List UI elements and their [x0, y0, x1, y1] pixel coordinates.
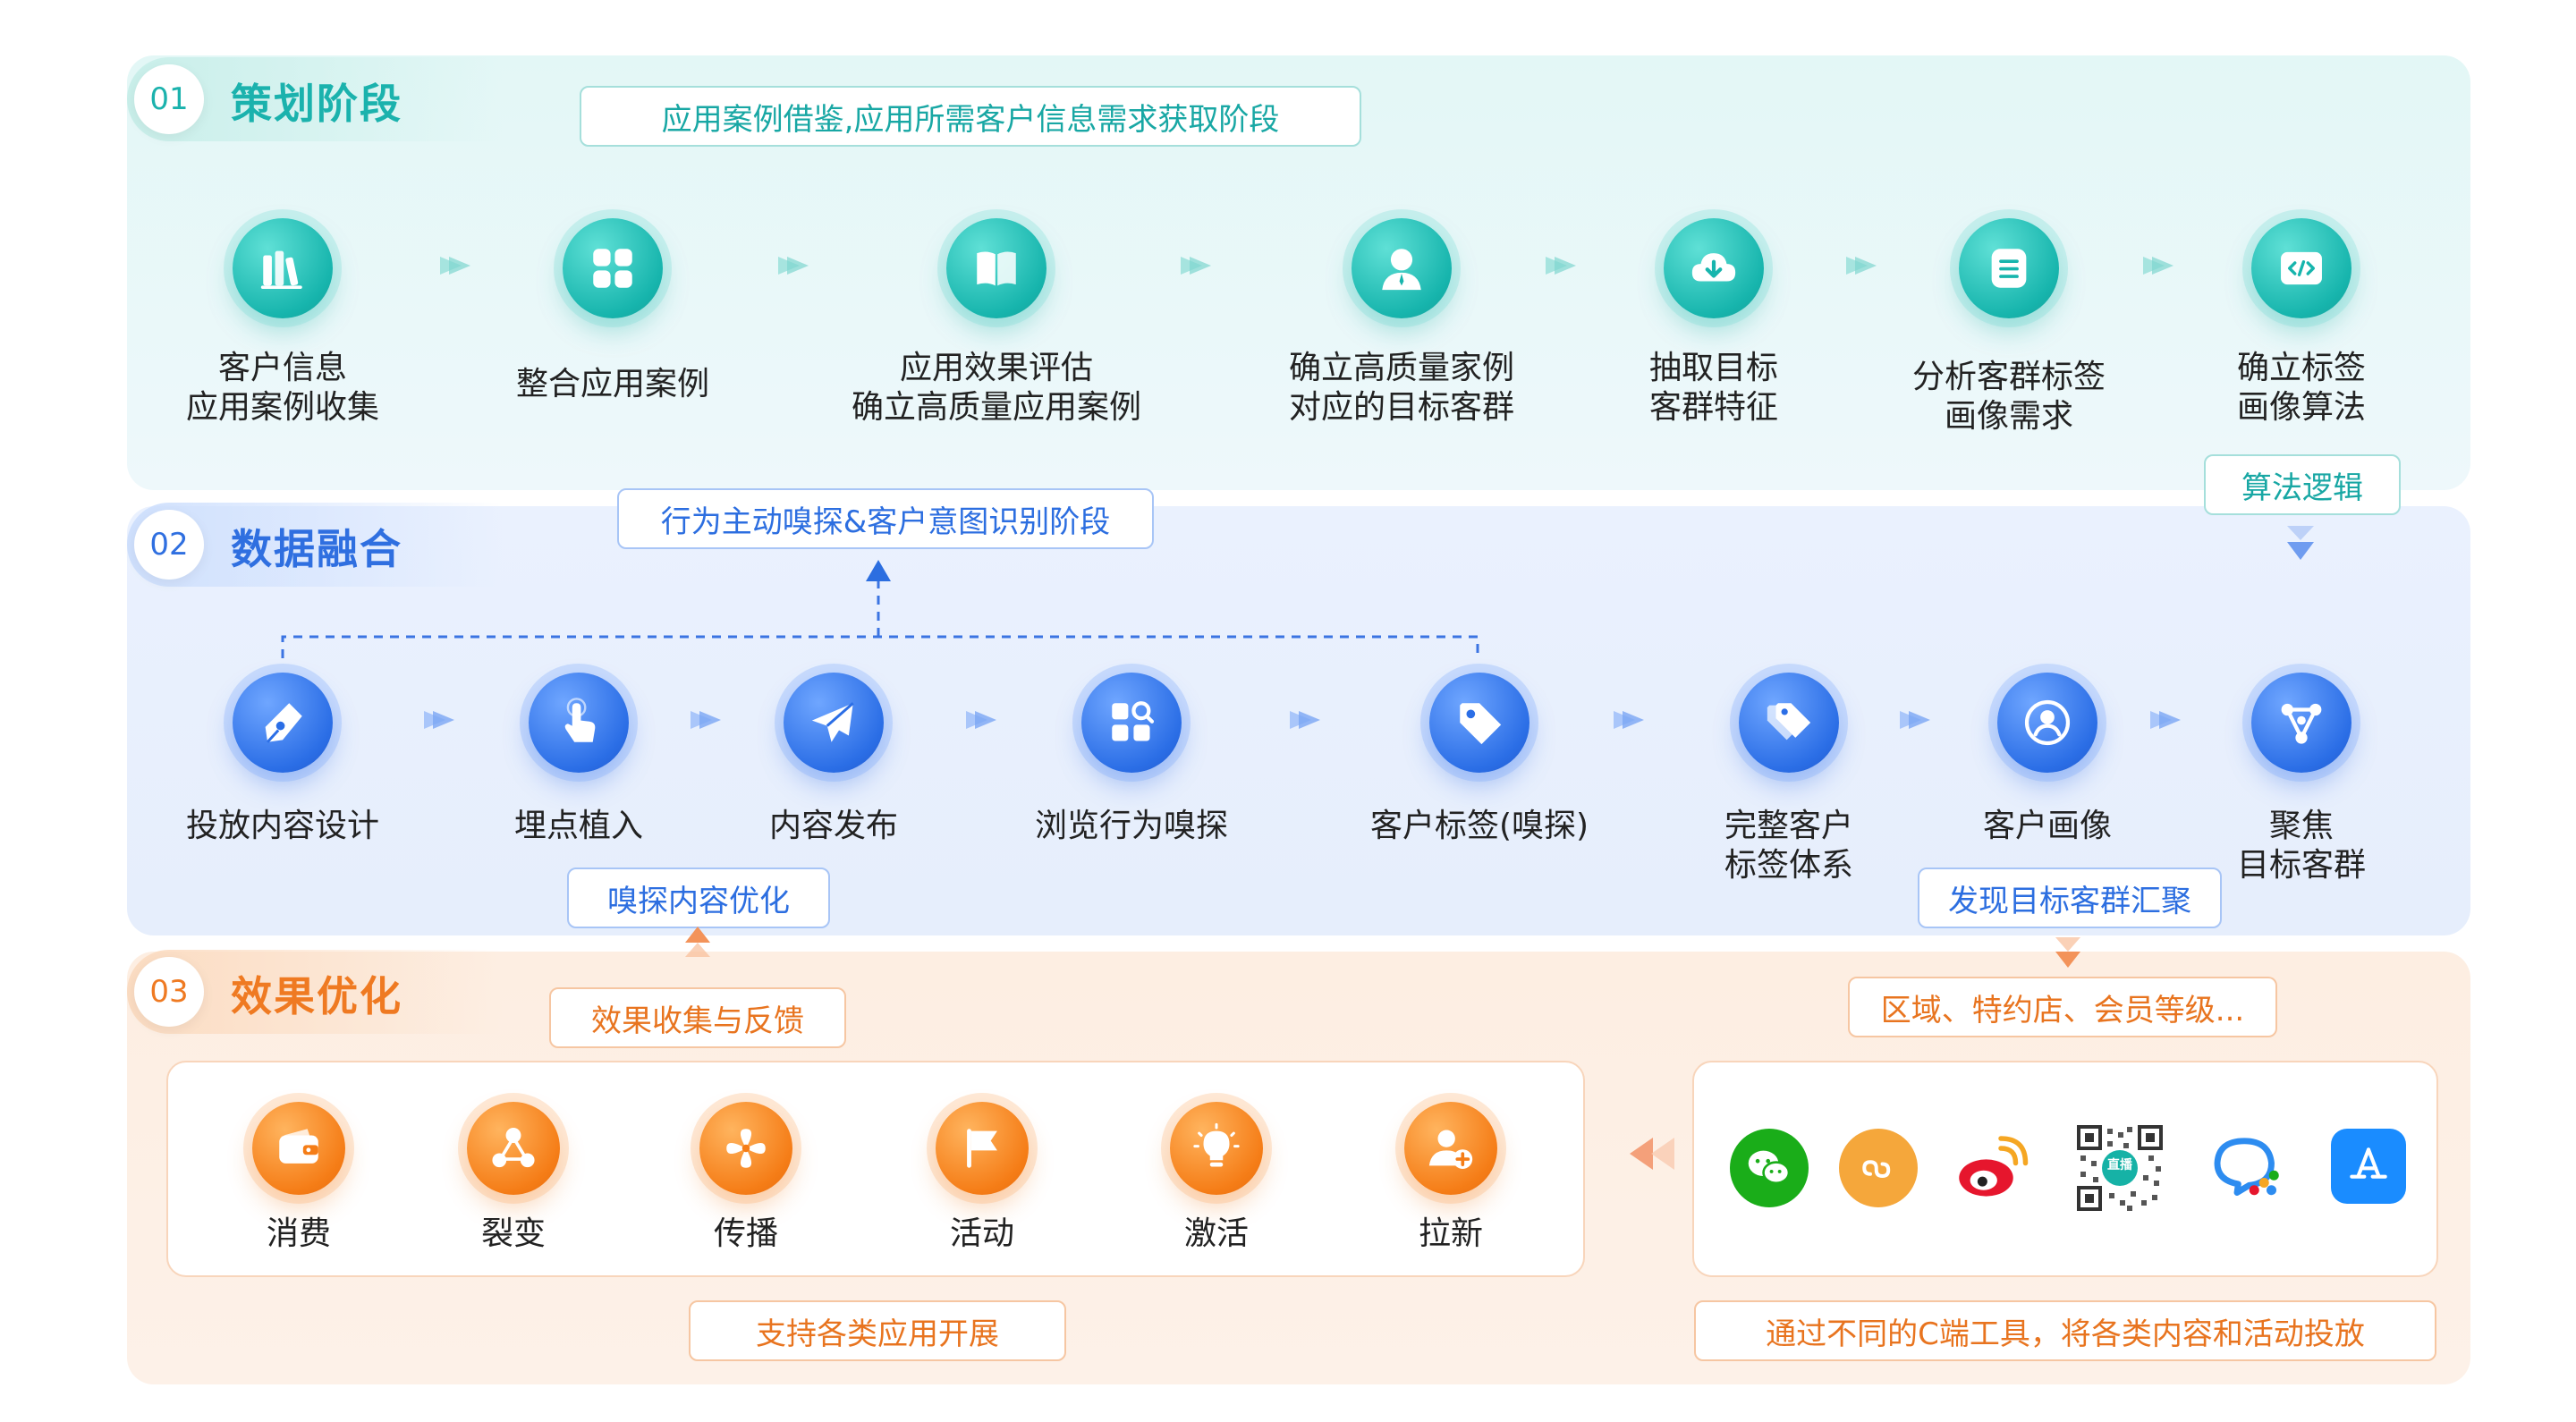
flow-arrow [1898, 707, 1934, 733]
flow-arrow [964, 707, 1000, 733]
fan-icon [699, 1102, 792, 1195]
action-label: 拉新 [1418, 1215, 1483, 1252]
step-label: 客户标签(嗅探) [1369, 808, 1589, 844]
stage-1-tag: 应用案例借鉴,应用所需客户信息需求获取阶段 [580, 86, 1361, 147]
action-label: 活动 [949, 1215, 1014, 1252]
pen-icon [233, 673, 333, 773]
step-label: 抽取目标客群特征 [1648, 350, 1778, 426]
stage-3-header: 03 效果优化 [127, 950, 503, 1034]
step-label: 确立高质量家例对应的目标客群 [1288, 350, 1514, 426]
sniff-optimize-tag: 嗅探内容优化 [567, 868, 830, 928]
action-label: 传播 [713, 1215, 778, 1252]
tags-icon [1739, 673, 1839, 773]
wecom-icon [2207, 1129, 2286, 1207]
action-label: 裂变 [480, 1215, 546, 1252]
wechat-icon [1730, 1129, 1809, 1207]
step-label: 埋点植入 [513, 808, 643, 844]
grid-icon [563, 218, 663, 318]
list-icon [1959, 218, 2059, 318]
support-tag: 支持各类应用开展 [689, 1300, 1066, 1361]
actions-box [166, 1061, 1585, 1277]
feedback-tag: 效果收集与反馈 [549, 987, 846, 1048]
up-arrow [682, 923, 714, 959]
mini-program-icon [1839, 1129, 1918, 1207]
stage-1-title: 策划阶段 [231, 80, 402, 128]
step-label: 完整客户标签体系 [1724, 808, 1853, 884]
flow-arrow [438, 252, 474, 279]
tag-icon [1429, 673, 1530, 773]
step-label: 客户画像 [1982, 808, 2112, 844]
down-arrow [2052, 935, 2084, 971]
touch-icon [529, 673, 629, 773]
books-icon [233, 218, 333, 318]
c-tools-tag: 通过不同的C端工具，将各类内容和活动投放 [1694, 1300, 2436, 1361]
code-icon [2251, 218, 2351, 318]
region-tag: 区域、特约店、会员等级... [1848, 977, 2277, 1037]
flow-arrow [2148, 707, 2184, 733]
action-label: 激活 [1183, 1215, 1249, 1252]
action-label: 消费 [266, 1215, 331, 1252]
step-label: 客户信息应用案例收集 [185, 350, 379, 426]
flow-arrow [1288, 707, 1324, 733]
algo-logic-tag: 算法逻辑 [2204, 454, 2401, 515]
step-label: 整合应用案例 [515, 366, 709, 402]
wallet-icon [252, 1102, 345, 1195]
add-user-icon [1404, 1102, 1497, 1195]
flow-arrow [422, 707, 458, 733]
person-icon [1352, 218, 1452, 318]
down-arrow [2283, 524, 2318, 563]
apps-search-icon [1081, 673, 1182, 773]
sniff-stage-tag: 行为主动嗅探&客户意图识别阶段 [617, 488, 1154, 549]
step-label: 浏览行为嗅探 [1034, 808, 1228, 844]
stage-1-number: 01 [134, 64, 204, 134]
flow-arrow [1844, 252, 1880, 279]
sniff-bracket [279, 554, 1483, 662]
share-icon [467, 1102, 560, 1195]
user-circle-icon [1997, 673, 2097, 773]
qrcode-icon: 直播 [2073, 1122, 2166, 1215]
step-label: 确立标签画像算法 [2236, 350, 2366, 426]
qrcode-badge: 直播 [2107, 1158, 2132, 1172]
send-icon [784, 673, 884, 773]
network-icon [2251, 673, 2351, 773]
flow-arrow [1179, 252, 1215, 279]
left-arrow [1626, 1134, 1676, 1173]
stage-3-number: 03 [134, 957, 204, 1027]
apps-box [1692, 1061, 2438, 1277]
weibo-icon [1952, 1129, 2030, 1207]
stage-2-number: 02 [134, 510, 204, 580]
flow-arrow [1612, 707, 1648, 733]
flow-arrow [689, 707, 724, 733]
step-label: 应用效果评估确立高质量应用案例 [851, 350, 1141, 426]
cloud-download-icon [1664, 218, 1764, 318]
flow-arrow [1544, 252, 1580, 279]
stage-1-header: 01 策划阶段 [127, 57, 503, 141]
step-label: 投放内容设计 [185, 808, 379, 844]
step-label: 分析客群标签画像需求 [1911, 359, 2106, 435]
stage-2-header: 02 数据融合 [127, 503, 503, 587]
flow-arrow [776, 252, 812, 279]
book-icon [946, 218, 1046, 318]
stage-3-title: 效果优化 [231, 972, 402, 1020]
step-label: 内容发布 [768, 808, 898, 844]
flow-arrow [2141, 252, 2177, 279]
stage-2-title: 数据融合 [231, 525, 402, 573]
bulb-icon [1170, 1102, 1263, 1195]
app-store-icon [2331, 1129, 2406, 1204]
step-label: 聚焦目标客群 [2236, 808, 2366, 884]
discover-target-tag: 发现目标客群汇聚 [1918, 868, 2222, 928]
flag-icon [936, 1102, 1029, 1195]
